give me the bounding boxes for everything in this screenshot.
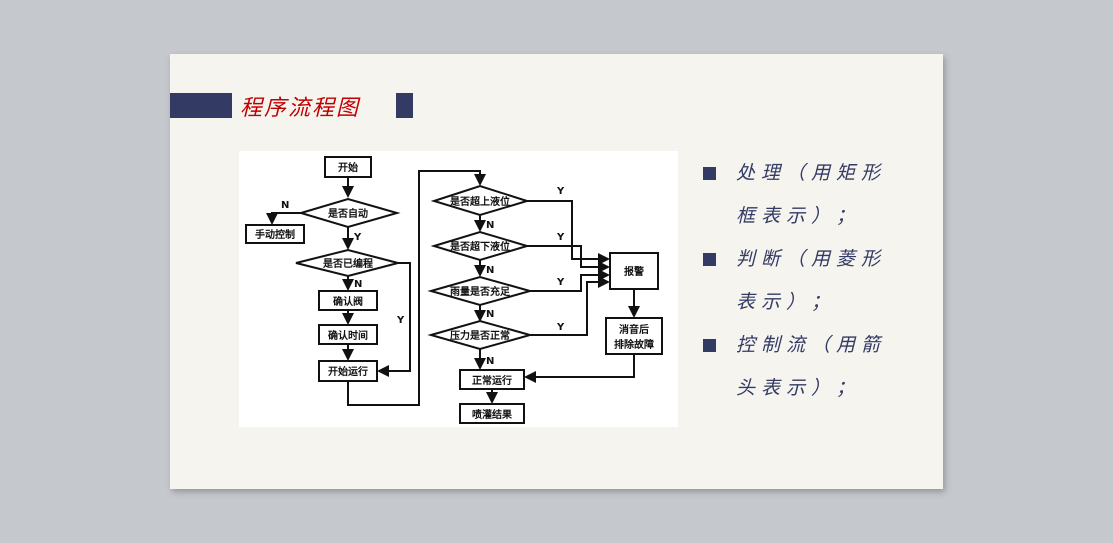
node-is-programmed-label: 是否已编程 [322, 257, 373, 270]
node-silence-label-1: 消音后 [619, 323, 649, 336]
square-bullet-icon [703, 253, 716, 266]
title-accent-bar-left [170, 93, 232, 118]
node-alarm-label: 报警 [624, 265, 644, 278]
square-bullet-icon [703, 339, 716, 352]
bullet-item: 控制流（用箭头表示）； [703, 324, 903, 410]
edge-label-no: N [486, 356, 494, 367]
bullet-item: 判断（用菱形表示）； [703, 238, 903, 324]
node-start-run-label: 开始运行 [328, 365, 368, 378]
square-bullet-icon [703, 167, 716, 180]
flowchart-svg: 开始 是否自动 手动控制 是否已编程 确认阀 确认时间 开始运行 是否超上液位 … [245, 156, 663, 424]
node-normal-run-label: 正常运行 [472, 374, 512, 387]
edge-label-no: N [486, 220, 494, 231]
title-accent-bar-right [396, 93, 413, 118]
bullet-list: 处理（用矩形框表示）； 判断（用菱形表示）； 控制流（用箭头表示）； [703, 152, 903, 410]
node-is-auto-label: 是否自动 [327, 207, 368, 220]
node-spray-result [459, 403, 525, 424]
node-spray-result-label: 喷灌结果 [472, 408, 513, 421]
edge-label-no: N [486, 265, 494, 276]
node-start-label: 开始 [338, 161, 358, 174]
edge-label-yes: Y [556, 277, 565, 288]
slide-title: 程序流程图 [240, 96, 361, 121]
bullet-text: 控制流（用箭头表示）； [736, 334, 887, 399]
slide: 程序流程图 [170, 54, 943, 489]
edge-label-yes: Y [556, 322, 565, 333]
node-silence-fix [605, 317, 663, 355]
node-silence-label-2: 排除故障 [614, 338, 654, 351]
bullet-text: 判断（用菱形表示）； [736, 248, 887, 313]
bullet-text: 处理（用矩形框表示）； [736, 162, 887, 227]
node-rain-sufficient-label: 雨量是否充足 [450, 285, 511, 298]
node-pressure-normal-label: 压力是否正常 [450, 329, 510, 342]
node-manual-control-label: 手动控制 [255, 228, 295, 241]
edge-label-yes: Y [556, 186, 565, 197]
node-over-upper-level-label: 是否超上液位 [449, 195, 510, 208]
node-over-lower-level-label: 是否超下液位 [449, 240, 510, 253]
edge-label-no: N [354, 279, 362, 290]
edge-label-yes: Y [396, 315, 405, 326]
node-confirm-valve-label: 确认阀 [333, 295, 363, 308]
edge-label-yes: Y [556, 232, 565, 243]
edge-label-no: N [281, 200, 289, 211]
node-alarm [609, 252, 659, 290]
edge-label-yes: Y [353, 232, 362, 243]
edge-label-no: N [486, 309, 494, 320]
bullet-item: 处理（用矩形框表示）； [703, 152, 903, 238]
node-manual-control [245, 224, 305, 244]
node-confirm-time-label: 确认时间 [328, 329, 368, 342]
flowchart-figure: 开始 是否自动 手动控制 是否已编程 确认阀 确认时间 开始运行 是否超上液位 … [239, 151, 678, 427]
node-is-auto [297, 197, 401, 229]
